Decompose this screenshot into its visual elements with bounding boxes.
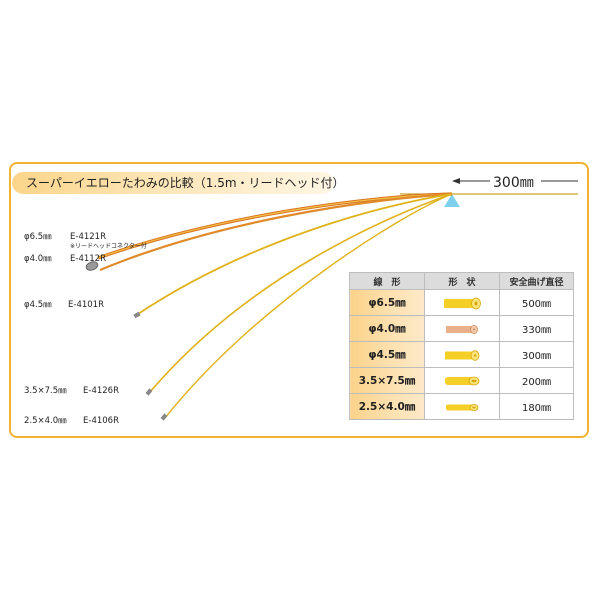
- cable-3-5x7-5: [149, 193, 453, 393]
- panel-title: スーパーイエローたわみの比較（1.5m・リードヘッド付）: [26, 176, 345, 190]
- dimension-label: 300㎜: [492, 174, 535, 192]
- cable-4-0: [99, 192, 453, 272]
- dimension-arrow: [452, 178, 578, 184]
- cable-code-label: E-4106R: [83, 416, 119, 426]
- row-bend-diameter: 330㎜: [499, 315, 574, 342]
- header-shape: 形 状: [424, 272, 500, 290]
- cable-code-label: E-4126R: [83, 386, 119, 396]
- round-medium-yellow-icon: [445, 349, 480, 361]
- header-bend-diameter: 安全曲げ直径: [499, 272, 574, 290]
- cable-4-5: [137, 193, 453, 315]
- table-row: φ4.0㎜ 330㎜: [349, 315, 574, 342]
- table-header-row: 線 形 形 状 安全曲げ直径: [349, 272, 574, 290]
- row-type: φ6.5㎜: [349, 289, 425, 316]
- round-small-orange-icon: [446, 324, 478, 334]
- spec-table: 線 形 形 状 安全曲げ直径 φ6.5㎜ 500㎜ φ4.0㎜: [349, 272, 574, 420]
- cable-code-label: E-4121R: [70, 232, 106, 242]
- cable-size-label: φ4.0㎜: [24, 254, 52, 264]
- lead-head-icon: [145, 388, 153, 396]
- pivot-marker-icon: [444, 194, 460, 207]
- table-row: φ4.5㎜ 300㎜: [349, 341, 574, 368]
- table-row: 3.5×7.5㎜ 200㎜: [349, 367, 574, 394]
- row-type: φ4.0㎜: [349, 315, 425, 342]
- row-bend-diameter: 300㎜: [499, 341, 574, 368]
- cable-size-label: φ4.5㎜: [24, 300, 52, 310]
- row-bend-diameter: 180㎜: [499, 393, 574, 420]
- round-large-yellow-icon: [444, 297, 481, 309]
- cable-size-label: 3.5×7.5㎜: [24, 386, 67, 396]
- row-bend-diameter: 500㎜: [499, 289, 574, 316]
- cable-code-label: E-4101R: [68, 300, 104, 310]
- flat-small-yellow-icon: [446, 403, 479, 411]
- title-bar: [12, 172, 334, 194]
- row-type: φ4.5㎜: [349, 341, 425, 368]
- flat-oval-yellow-icon: [445, 376, 480, 385]
- header-type: 線 形: [349, 272, 425, 290]
- row-type: 2.5×4.0㎜: [349, 393, 425, 420]
- lead-head-icon: [85, 261, 99, 271]
- cable-size-label: φ6.5㎜: [24, 232, 52, 242]
- cable-note: ※リードヘッドコネクター付: [70, 243, 147, 250]
- cable-6-5-highlight: [97, 193, 453, 259]
- lead-head-icon: [160, 413, 168, 421]
- row-bend-diameter: 200㎜: [499, 367, 574, 394]
- row-type: 3.5×7.5㎜: [349, 367, 425, 394]
- cable-size-label: 2.5×4.0㎜: [24, 416, 67, 426]
- lead-head-icon: [133, 311, 141, 319]
- table-row: 2.5×4.0㎜ 180㎜: [349, 393, 574, 420]
- table-row: φ6.5㎜ 500㎜: [349, 289, 574, 316]
- cable-code-label: E-4112R: [70, 254, 106, 264]
- cable-2-5x4-0: [164, 193, 453, 419]
